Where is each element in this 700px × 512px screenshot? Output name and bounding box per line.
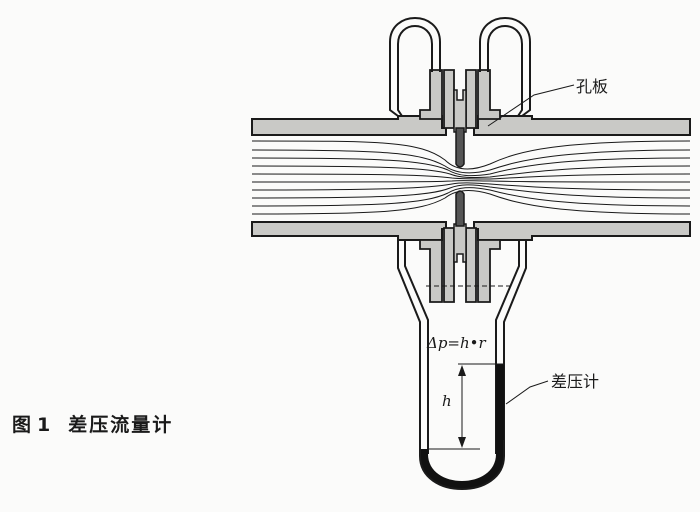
pipe-lower-wall-right bbox=[473, 221, 691, 241]
caption-title: 差压流量计 bbox=[68, 414, 174, 436]
caption-number: 1 bbox=[37, 414, 53, 436]
pipe-upper-wall bbox=[251, 115, 447, 136]
streamlines bbox=[251, 140, 691, 215]
manometer-leader bbox=[505, 380, 549, 405]
height-dimension-arrow bbox=[458, 365, 466, 448]
caption-prefix: 图 bbox=[12, 414, 34, 436]
left-pressure-loop bbox=[389, 17, 441, 117]
pipe-lower-wall bbox=[251, 221, 447, 241]
pipe-upper-wall-right bbox=[473, 115, 691, 136]
lower-flange bbox=[419, 227, 501, 303]
left-connecting-tube bbox=[397, 240, 429, 456]
upper-flange-center bbox=[453, 89, 467, 133]
differential-manometer-label: 差压计 bbox=[551, 372, 600, 391]
orifice-plate-label: 孔板 bbox=[576, 77, 609, 96]
u-tube-outline bbox=[419, 440, 505, 490]
pressure-formula: Δp=h•r bbox=[427, 334, 486, 352]
height-symbol: h bbox=[442, 392, 452, 410]
lower-flange-center bbox=[453, 223, 467, 263]
orifice-plate-leader bbox=[487, 84, 575, 127]
right-pressure-loop bbox=[479, 17, 531, 117]
